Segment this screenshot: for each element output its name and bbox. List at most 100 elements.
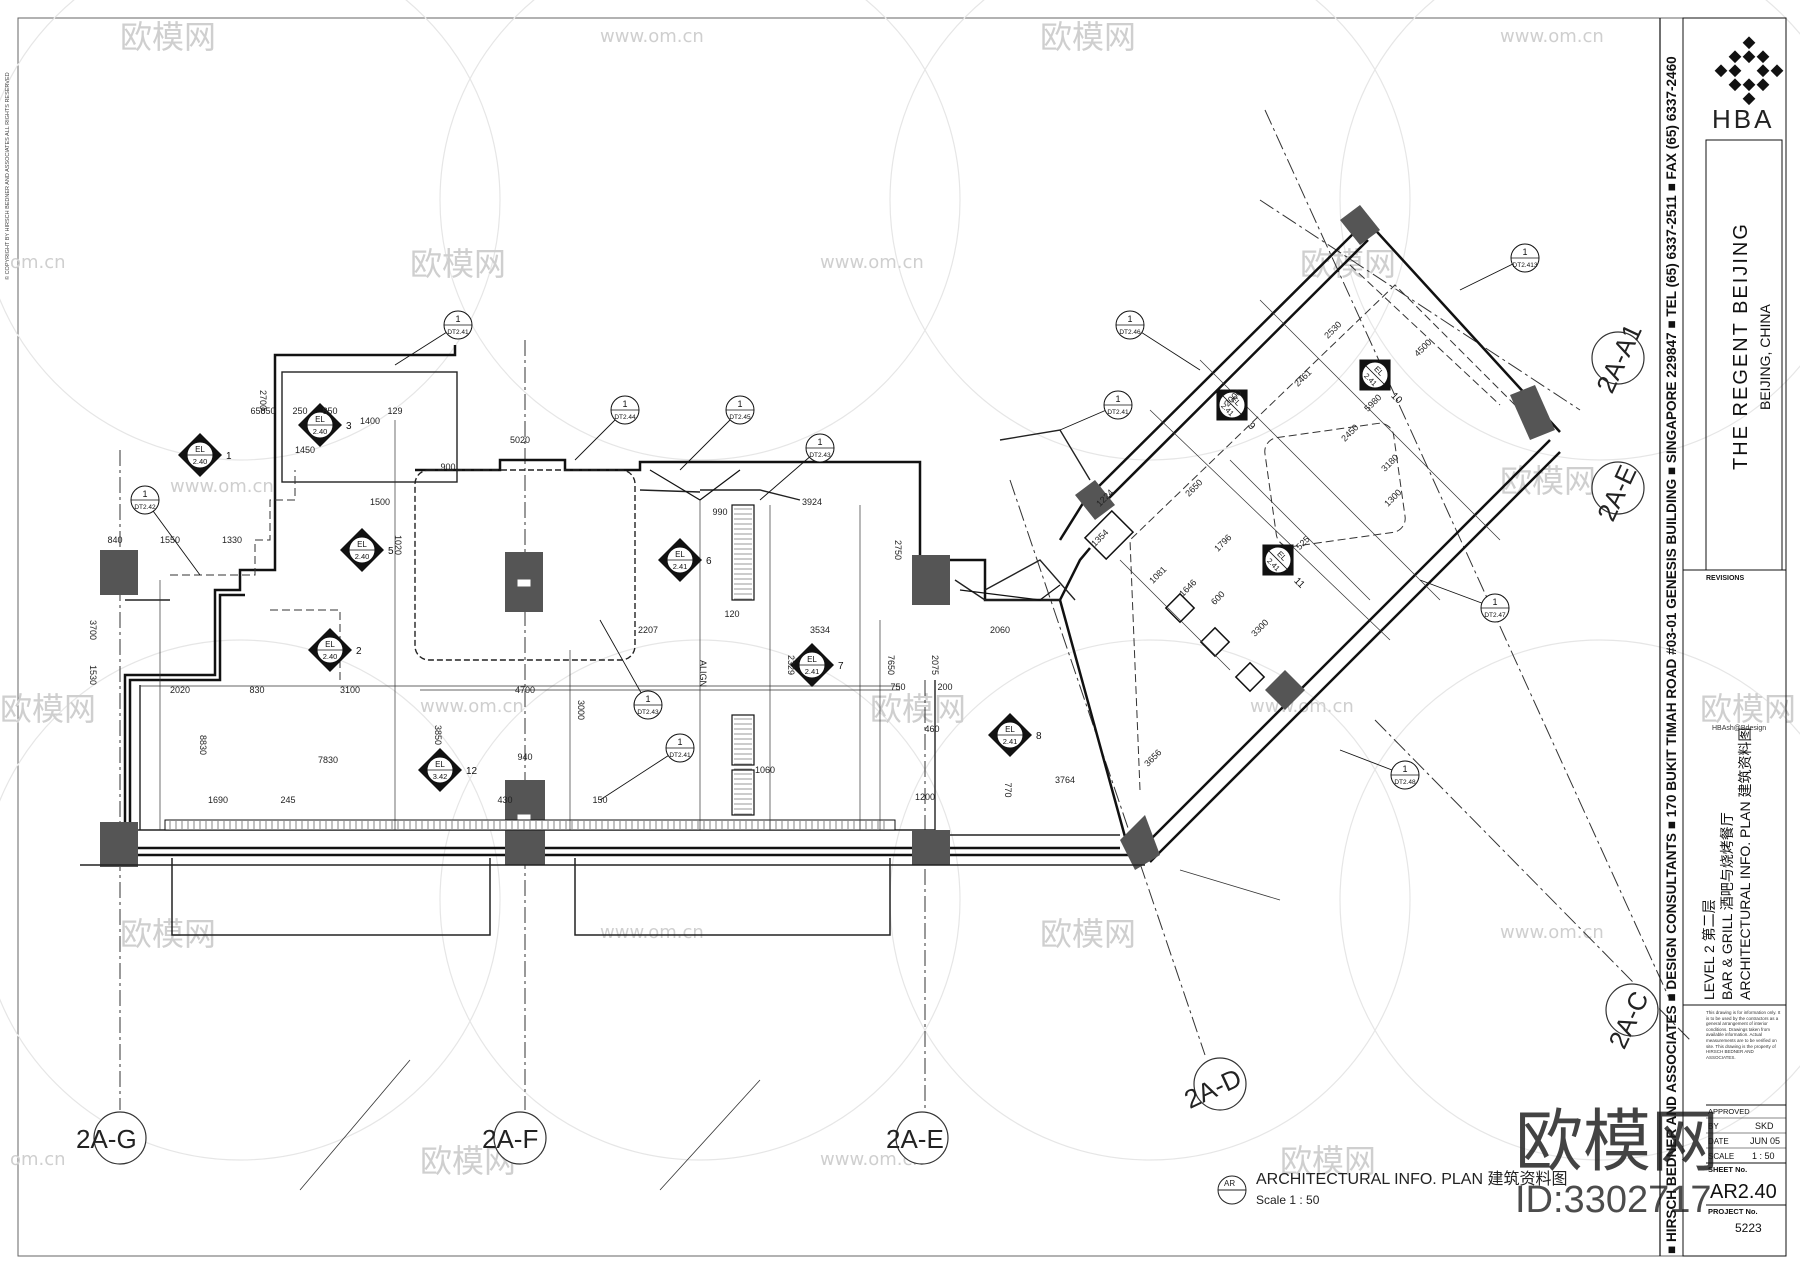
watermark-site: www.om.cn [820, 252, 924, 273]
watermark-brand: 欧模网 [1500, 462, 1596, 500]
callout-number: 1 [622, 399, 627, 409]
dimension-label: 120 [724, 609, 739, 619]
elevation-number: 6 [706, 556, 712, 567]
dimension-label: 1550 [160, 535, 180, 545]
dimension-label: 1060 [755, 765, 775, 775]
callout-reference: DT2.45 [729, 414, 751, 421]
elevation-sheet: 2.41 [1003, 737, 1018, 746]
dimension-label: 200 [937, 682, 952, 692]
dining-tables [1083, 509, 1266, 693]
watermark-big-brand: 欧模网 [1515, 1104, 1719, 1180]
callout-number: 1 [1522, 247, 1527, 257]
elevation-sheet: 2.40 [313, 427, 328, 436]
dimension-label: 1796 [1212, 532, 1233, 553]
hba-logo-text: HBA [1712, 104, 1774, 134]
dimension-label: 1020 [393, 535, 403, 555]
dimension-label: 3764 [1055, 775, 1075, 785]
copyright-text: © COPYRIGHT BY HIRSCH BEDNER AND ASSOCIA… [4, 72, 11, 280]
dimension-label: 2555 [0, 0, 10, 2]
dimension-label: 1530 [88, 665, 98, 685]
dimension-label: 2207 [638, 625, 658, 635]
dimension-label: 1646 [1177, 577, 1198, 598]
callout-number: 1 [645, 694, 650, 704]
dimension-label: 129 [387, 406, 402, 416]
watermark-brand: 欧模网 [120, 18, 216, 56]
revisions-label: REVISIONS [1706, 575, 1744, 582]
callout-number: 1 [1402, 764, 1407, 774]
watermark-brand: 欧模网 [1040, 18, 1136, 56]
dimension-label: 1690 [208, 795, 228, 805]
dimension-label: 4700 [515, 685, 535, 695]
elevation-marker: EL2.419 [1216, 389, 1257, 433]
elevation-sheet: 2.41 [673, 562, 688, 571]
caption-tag: AR [1224, 1179, 1235, 1188]
caption-scale: Scale 1 : 50 [1256, 1193, 1320, 1207]
elevation-marker: EL 3.42 12 [418, 748, 478, 792]
dimension-label: 8830 [198, 735, 208, 755]
watermark-site: www.om.cn [170, 476, 274, 497]
dimension-label: 1081 [1147, 564, 1168, 585]
dimension-label: 3100 [340, 685, 360, 695]
balcony-outline [80, 858, 1145, 936]
watermark-brand: 欧模网 [1700, 690, 1796, 728]
sheet-no-label: SHEET No. [1708, 1165, 1747, 1174]
watermark-site: www.om.cn [820, 1149, 924, 1170]
dimension-label: 3924 [802, 497, 822, 507]
dimension-label: 990 [712, 507, 727, 517]
elevation-number: 1 [226, 451, 232, 462]
dimension-label: 2750 [893, 540, 903, 560]
callout-reference: DT2.42 [134, 504, 156, 511]
dimension-label: 3534 [810, 625, 830, 635]
callout-reference: DT2.47 [1484, 612, 1506, 619]
disclaimer-box: This drawing is for information only. It… [1706, 1010, 1780, 1060]
elevation-number: 5 [388, 546, 394, 557]
dashed-outlines [170, 264, 1526, 791]
by-label: BY [1708, 1122, 1719, 1131]
hba-logo-icon [1714, 36, 1784, 106]
dimension-label: 600 [1209, 589, 1227, 607]
callout-number: 1 [1115, 394, 1120, 404]
elevation-label: EL [315, 415, 325, 424]
watermark-brand: 欧模网 [410, 245, 506, 283]
scale-value: 1 : 50 [1752, 1151, 1775, 1161]
level-line: LEVEL 2 第二层 [1701, 899, 1717, 1000]
watermark-site: www.om.cn [420, 696, 524, 717]
dimension-label: 5980 [1362, 392, 1383, 413]
dimension-label: 2700 [258, 390, 268, 410]
sheet-border [17, 17, 1787, 1257]
banquette-seating-strip [164, 508, 896, 831]
elevation-label: EL [435, 760, 445, 769]
dimension-label: 1400 [360, 416, 380, 426]
dimension-label: 430 [497, 795, 512, 805]
dimension-label: 5020 [510, 435, 530, 445]
elevation-sheet: 3.42 [433, 772, 448, 781]
watermark-brand: 欧模网 [120, 915, 216, 953]
callout-reference: DT2.48 [1394, 779, 1416, 786]
dimension-label: 770 [1003, 782, 1013, 797]
dimension-label: 7650 [886, 655, 896, 675]
bar-counters [649, 469, 1061, 816]
elevation-number: 10 [1388, 391, 1404, 407]
dimension-label: 1200 [915, 792, 935, 802]
dimension-label: 250 [292, 406, 307, 416]
elevation-number: 12 [466, 766, 478, 777]
callout-leader [144, 499, 201, 576]
project-title: THE REGENT BEIJING [1730, 222, 1752, 470]
dimension-label: 460 [924, 724, 939, 734]
sheet-no-value: AR2.40 [1710, 1181, 1777, 1203]
elevation-label: EL [195, 445, 205, 454]
watermark-id: ID:3302717 [1515, 1179, 1712, 1221]
elevation-number: 3 [346, 421, 352, 432]
dimension-label: 245 [280, 795, 295, 805]
callout-reference: DT2.44 [614, 414, 636, 421]
project-location: BEIJING, CHINA [1757, 304, 1773, 410]
